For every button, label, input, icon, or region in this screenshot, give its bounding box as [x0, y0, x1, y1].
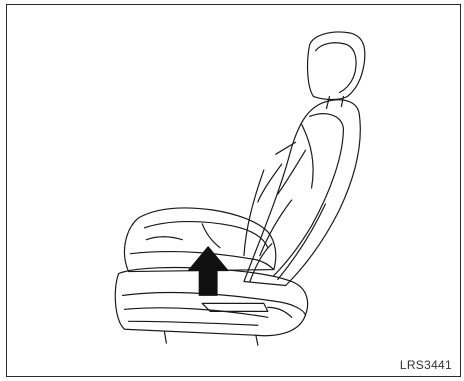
- figure-code: LRS3441: [398, 358, 454, 372]
- figure-frame: LRS3441: [6, 4, 461, 377]
- seat-back: [244, 100, 360, 286]
- arrow-up-icon: [188, 247, 228, 296]
- headrest: [308, 32, 365, 108]
- seat-illustration: [7, 5, 460, 376]
